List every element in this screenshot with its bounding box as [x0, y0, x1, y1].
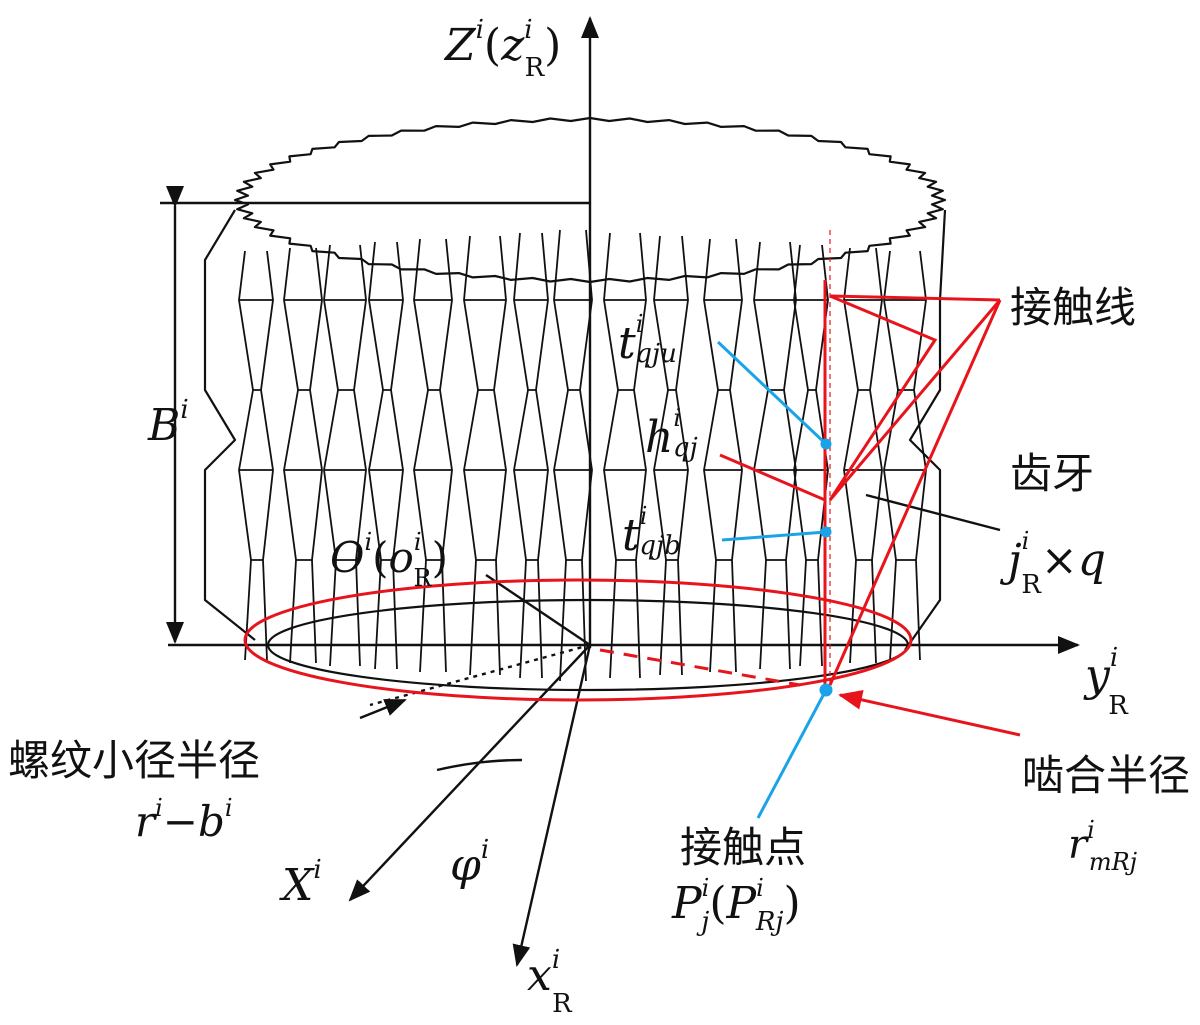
- minor-radius-arrow: [369, 643, 591, 707]
- axes: [160, 16, 1080, 967]
- tooth-column: [323, 244, 367, 667]
- phi-arc: [436, 758, 523, 772]
- phi-symbol: φi: [450, 835, 489, 891]
- blue-annotations: [716, 340, 833, 819]
- x-axis-line: [348, 644, 591, 902]
- tooth-column: [703, 238, 743, 673]
- callout-to-mid: [828, 299, 1002, 501]
- contact-point-dot: [819, 683, 833, 697]
- mesh-ellipse: [243, 578, 913, 702]
- callout-to-top: [829, 294, 1001, 302]
- width-symbol: Bi: [147, 395, 189, 451]
- contact-dot-upper: [820, 438, 832, 450]
- tooth-column: [283, 247, 323, 664]
- tooth-label: 齿牙: [1010, 449, 1094, 498]
- tooth-column: [883, 250, 927, 661]
- contact-line-label: 接触线: [1010, 283, 1136, 332]
- minor-callout-arrow: [359, 698, 407, 720]
- tooth-column: [413, 238, 453, 673]
- tooth-column: [653, 235, 689, 676]
- contact-triangle: [828, 294, 938, 501]
- mesh-radius-dashed: [599, 648, 801, 687]
- tooth-column: [753, 241, 797, 670]
- x-axis-symbol: Xi: [279, 855, 322, 911]
- callout-to-bottom: [828, 299, 1002, 686]
- tooth-column: [238, 250, 274, 661]
- tooth-pointer: [865, 493, 1001, 532]
- red-annotations: [243, 230, 1021, 737]
- t-upper-pointer: [716, 340, 828, 446]
- h-pointer: [719, 453, 826, 502]
- xr-axis-line: [512, 644, 592, 967]
- tooth-column: [368, 241, 404, 670]
- t-lower-pointer: [721, 530, 827, 542]
- tooth-column: [603, 232, 647, 679]
- contact-point-label: 接触点: [680, 823, 806, 872]
- mesh-radius-arrow: [838, 690, 1021, 737]
- minor-radius-formula: ri−bi: [135, 794, 233, 846]
- contact-point-pointer: [756, 689, 828, 819]
- tooth-column: [793, 244, 829, 667]
- origin-pointer: [485, 574, 591, 646]
- tooth-column: [463, 235, 507, 676]
- tooth-columns: [238, 229, 927, 682]
- mesh-radius-label: 啮合半径: [1022, 751, 1190, 800]
- tooth-column: [513, 232, 549, 679]
- minor-radius-label: 螺纹小径半径: [8, 736, 260, 785]
- tooth-column: [553, 229, 593, 682]
- contact-dot-lower: [820, 526, 832, 538]
